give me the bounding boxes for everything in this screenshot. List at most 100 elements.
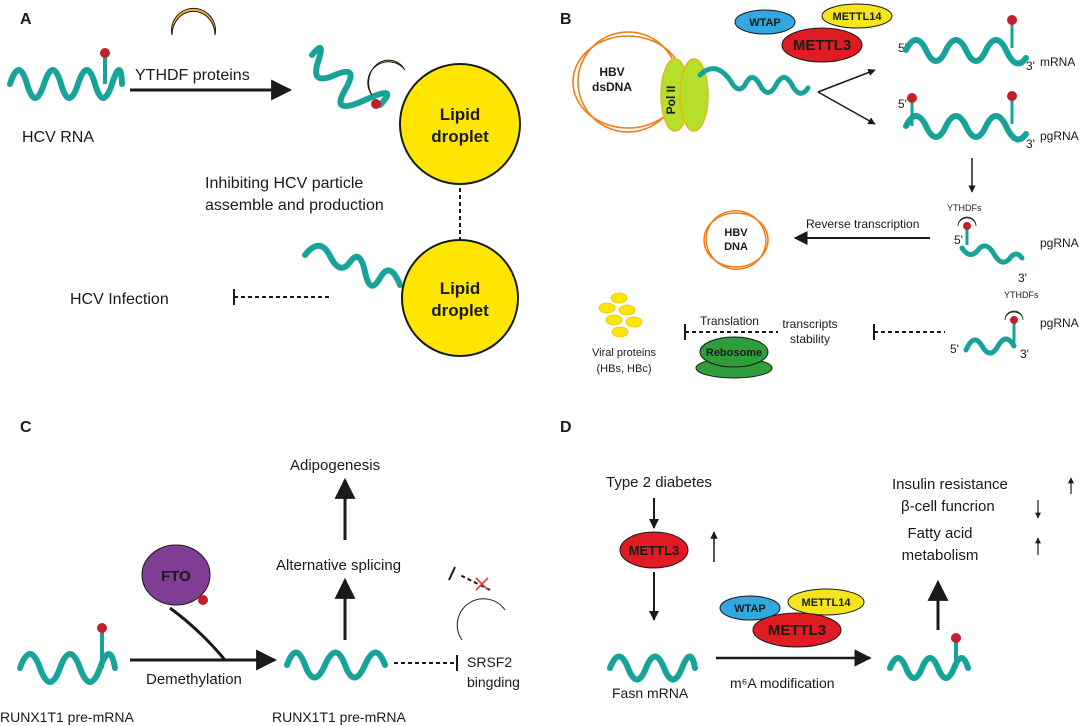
fto-label: FTO (161, 568, 191, 585)
pgrna2-strand (959, 243, 1025, 265)
type2-label: Type 2 diabetes (606, 474, 712, 491)
viral-proteins-line2: (HBs, HBc) (597, 363, 652, 375)
mettl14-b (821, 3, 893, 29)
panel-d: D Type 2 diabetes METTL3 Fasn mRNA WTAP … (560, 419, 1074, 701)
pre-mrna-left-m6a-mark (97, 623, 107, 633)
demethylation-label: Demethylation (146, 671, 242, 688)
mrna-5prime: 5' (898, 41, 907, 55)
mrna-label: mRNA (1040, 55, 1075, 69)
ythdf-protein-icon (171, 7, 216, 36)
srsf2-line1: SRSF2 (467, 654, 512, 670)
wtap-b-label: WTAP (749, 17, 781, 29)
insulin-label: Insulin resistance (892, 476, 1008, 493)
mettl3-d-label: METTL3 (629, 543, 680, 558)
arrow-to-mrna (817, 68, 876, 93)
ythdf-bound-icon (367, 59, 406, 96)
hbv-dna-circle (703, 210, 769, 270)
lipid-droplet-top (399, 63, 521, 185)
pgrna2-label: pgRNA (1040, 236, 1079, 250)
pgrna3-3prime: 3' (1020, 347, 1029, 361)
stability-line2: stability (790, 332, 830, 346)
inhibit-text-line2: assemble and production (205, 197, 384, 214)
fto-enzyme (141, 544, 211, 606)
lipid-droplet-top-line1: Lipid (440, 105, 481, 124)
hcv-rna-bound-strand (309, 45, 391, 110)
hcv-m6a-mark (100, 48, 110, 58)
fasn-label: Fasn mRNA (612, 685, 689, 701)
panel-c: C Adipogenesis Alternative splicing FTO … (0, 419, 520, 725)
panel-c-label: C (20, 419, 32, 436)
pgrna3-label: pgRNA (1040, 316, 1079, 330)
ribosome-large (699, 336, 769, 368)
viral-proteins-line1: Viral proteins (592, 347, 656, 359)
translation-label: Translation (700, 314, 759, 328)
stability-line1: transcripts (782, 317, 837, 331)
pgrna3-strand (963, 336, 1017, 356)
wtap-d (719, 595, 781, 621)
lipid-droplet-top-line2: droplet (431, 127, 489, 146)
hcv-infection-label: HCV Infection (70, 291, 169, 308)
viral-protein-dots (598, 292, 643, 338)
mettl14-d (787, 588, 865, 616)
pgrna-label: pgRNA (1040, 129, 1079, 143)
beta-label: β-cell funcrion (901, 498, 995, 515)
alt-splicing-label: Alternative splicing (276, 557, 401, 574)
ythdfs-label-1: YTHDFs (947, 203, 982, 213)
hbv-dna-line2: DNA (724, 241, 748, 253)
pgrna-3prime: 3' (1026, 137, 1035, 151)
mrna-m6a-mark (1007, 15, 1017, 25)
lipid-droplet-bottom (401, 239, 519, 357)
pre-mrna-right-strand (284, 649, 388, 681)
nascent-rna-strand (697, 66, 811, 96)
hbv-dsdna-line2: dsDNA (592, 80, 632, 94)
mettl3-b (781, 27, 863, 63)
ythdf-label: YTHDF proteins (135, 67, 250, 84)
splicing-inhibit-bar (448, 566, 456, 581)
fatty-line2: metabolism (902, 547, 979, 564)
fatty-line1: Fatty acid (907, 525, 972, 542)
inhibit-text-line1: Inhibiting HCV particle (205, 175, 363, 192)
pgrna-5prime: 5' (898, 97, 907, 111)
srsf2-icon (456, 598, 506, 641)
arrow-to-pgrna (817, 91, 876, 125)
modified-m6a-mark (951, 633, 961, 643)
mettl14-d-label: METTL14 (802, 597, 852, 609)
hbv-dna-line1: HBV (724, 227, 748, 239)
ythdfs-label-2: YTHDFs (1004, 290, 1039, 300)
panel-a-label: A (20, 11, 32, 28)
pre-mrna-right-label: RUNX1T1 pre-mRNA (272, 709, 406, 725)
mrna-3prime: 3' (1026, 59, 1035, 73)
pgrna-strand (903, 113, 1029, 143)
lipid-droplet-bottom-line2: droplet (431, 301, 489, 320)
mettl3-d-complex (752, 612, 842, 648)
panel-a: A HCV RNA YTHDF proteins Lipid droplet I… (7, 7, 521, 357)
hcv-rna-free-strand (302, 242, 403, 289)
blocked-x-icon (475, 577, 489, 591)
hbv-dsdna-line1: HBV (599, 65, 624, 79)
pgrna-m6a-mark-1 (907, 93, 917, 103)
ribosome-label: Rebosome (706, 347, 762, 359)
wtap-d-label: WTAP (734, 603, 766, 615)
mettl3-b-label: METTL3 (793, 37, 851, 54)
pgrna3-m6a-mark (1010, 316, 1018, 324)
panel-d-label: D (560, 419, 572, 436)
bound-m6a-mark (371, 99, 381, 109)
lipid-droplet-bottom-line1: Lipid (440, 279, 481, 298)
panel-b-label: B (560, 11, 572, 28)
pgrna2-m6a-mark (963, 222, 971, 230)
hcv-rna-strand (7, 67, 125, 101)
fto-action-curve (169, 606, 227, 661)
ythdfs-icon-2 (1004, 310, 1024, 321)
ythdfs-icon-1 (957, 216, 977, 227)
hcv-rna (7, 48, 125, 101)
pre-mrna-left-label: RUNX1T1 pre-mRNA (0, 709, 134, 725)
pgrna-m6a-mark-2 (1007, 91, 1017, 101)
fto-removed-m6a (198, 595, 208, 605)
pgrna2-3prime: 3' (1018, 271, 1027, 285)
mrna-strand (903, 37, 1029, 67)
reverse-transcription-label: Reverse transcription (806, 217, 919, 231)
panel-b: B HBV dsDNA Pol II WTAP METTL14 METTL3 5… (560, 3, 1079, 379)
wtap-b (734, 9, 796, 35)
pgrna3-5prime: 5' (950, 342, 959, 356)
